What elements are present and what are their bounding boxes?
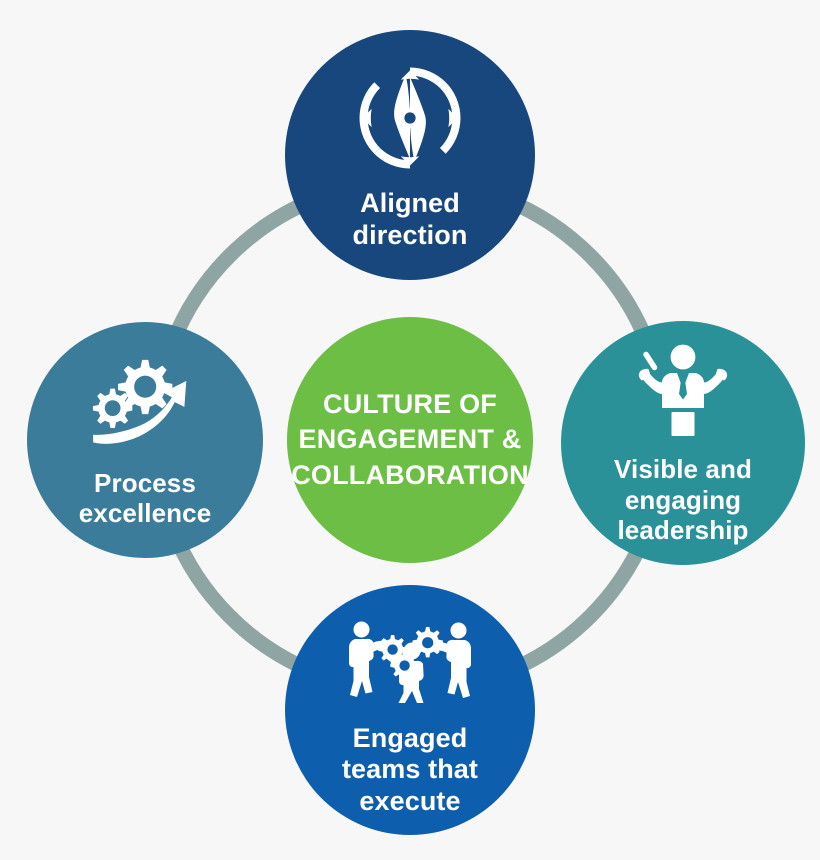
node-label-engaged-teams-execute: Engaged teams that execute [341,722,479,816]
speaker-podium-icon [631,342,735,442]
node-label-aligned-direction: Aligned direction [352,188,468,250]
node-visible-engaging-leadership[interactable]: Visible and engaging leadership [561,321,805,565]
node-label-visible-engaging-leadership: Visible and engaging leadership [614,453,752,546]
node-engaged-teams-execute[interactable]: Engaged teams that execute [285,585,535,835]
node-label-process-excellence: Process excellence [78,467,212,528]
hub-label: CULTURE OF ENGAGEMENT & COLLABORATION [291,389,529,490]
node-process-excellence[interactable]: Process excellence [27,322,263,558]
teamwork-gears-icon [343,619,477,703]
node-aligned-direction[interactable]: Aligned direction [285,30,535,280]
gears-arrow-icon [89,356,201,452]
hub-culture-of-engagement-collaboration[interactable]: CULTURE OF ENGAGEMENT & COLLABORATION [287,317,533,563]
compass-icon [356,64,464,172]
